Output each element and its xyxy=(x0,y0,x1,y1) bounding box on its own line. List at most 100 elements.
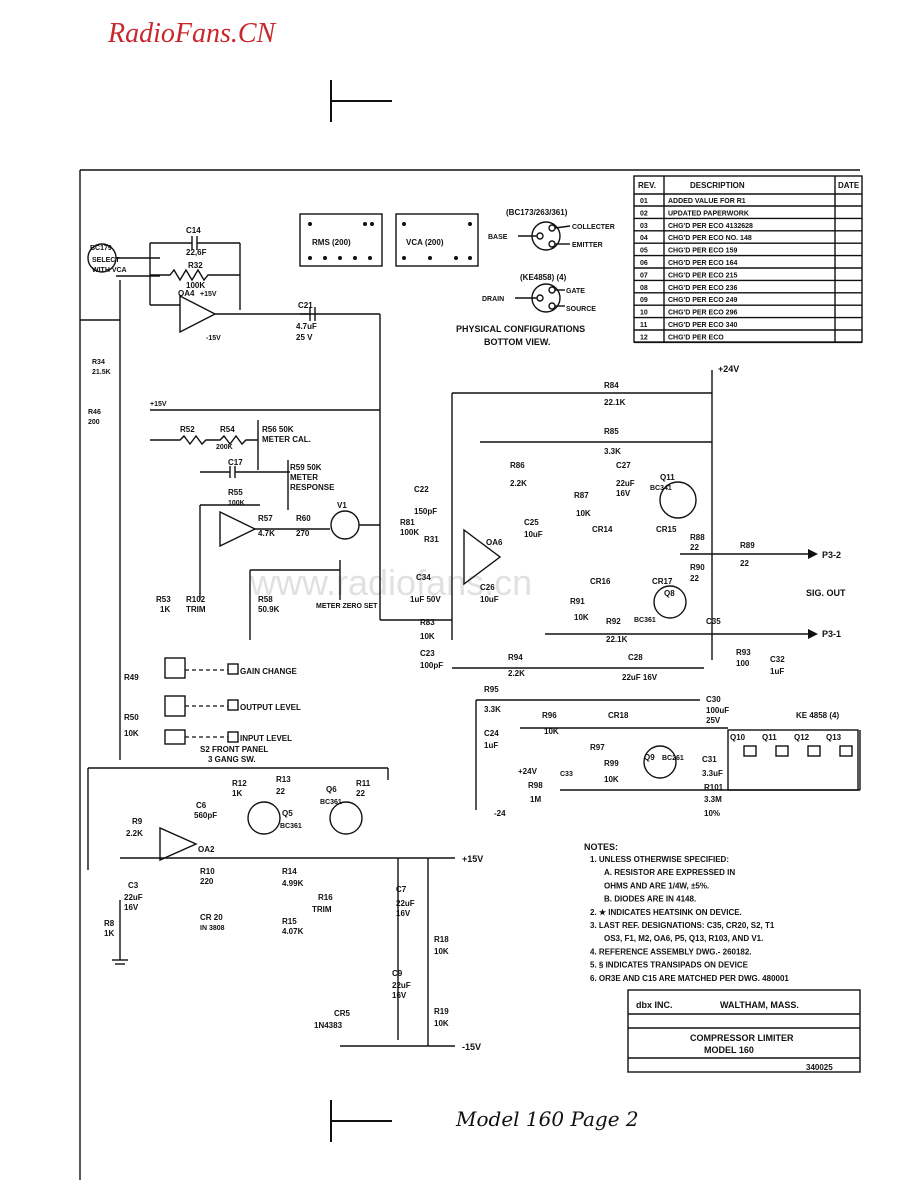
svg-text:R86: R86 xyxy=(510,461,525,470)
drain-label: DRAIN xyxy=(482,296,504,303)
notes-title: NOTES: xyxy=(584,842,618,852)
svg-text:10K: 10K xyxy=(434,947,449,956)
svg-text:Q11: Q11 xyxy=(762,733,777,742)
svg-text:R15: R15 xyxy=(282,917,297,926)
note-line: 2. ★ INDICATES HEATSINK ON DEVICE. xyxy=(590,908,742,917)
svg-text:R84: R84 xyxy=(604,381,619,390)
revision-number: 07 xyxy=(640,272,648,279)
svg-text:R85: R85 xyxy=(604,427,619,436)
svg-text:1uF: 1uF xyxy=(770,667,784,676)
svg-text:+15V: +15V xyxy=(462,854,483,864)
svg-text:10K: 10K xyxy=(604,775,619,784)
svg-text:C35: C35 xyxy=(706,617,721,626)
vca-label: VCA (200) xyxy=(406,238,444,247)
svg-text:22: 22 xyxy=(740,559,749,568)
svg-text:2.2K: 2.2K xyxy=(510,479,527,488)
rev-header: REV. xyxy=(638,181,656,190)
svg-text:1K: 1K xyxy=(232,789,242,798)
svg-text:R53: R53 xyxy=(156,595,171,604)
bc179-selector: BC179 SELECT WITH VCA xyxy=(87,243,160,277)
base-label: BASE xyxy=(488,234,508,241)
svg-text:OA6: OA6 xyxy=(486,538,503,547)
svg-text:1N4383: 1N4383 xyxy=(314,1021,343,1030)
svg-text:CR16: CR16 xyxy=(590,577,611,586)
svg-text:10K: 10K xyxy=(124,729,139,738)
svg-text:C33: C33 xyxy=(560,771,573,778)
revision-number: 05 xyxy=(640,248,648,255)
svg-text:R56 50K: R56 50K xyxy=(262,425,294,434)
svg-text:22uF: 22uF xyxy=(392,981,411,990)
svg-text:21.5K: 21.5K xyxy=(92,369,111,376)
svg-text:-24: -24 xyxy=(494,809,506,818)
svg-text:R91: R91 xyxy=(570,597,585,606)
svg-text:R31: R31 xyxy=(424,535,439,544)
q11-transistor xyxy=(659,481,697,519)
revision-number: 10 xyxy=(640,310,648,317)
company-city: WALTHAM, MASS. xyxy=(720,1000,799,1010)
svg-text:270: 270 xyxy=(296,529,310,538)
svg-text:R32: R32 xyxy=(188,261,203,270)
svg-text:+24V: +24V xyxy=(718,364,739,374)
p3-2-label: P3-2 xyxy=(822,550,841,560)
svg-text:R94: R94 xyxy=(508,653,523,662)
svg-text:R50: R50 xyxy=(124,713,139,722)
svg-text:IN 3808: IN 3808 xyxy=(200,925,225,932)
svg-text:R60: R60 xyxy=(296,514,311,523)
svg-text:100K: 100K xyxy=(186,281,205,290)
svg-text:200: 200 xyxy=(88,419,100,426)
svg-text:22: 22 xyxy=(276,787,285,796)
svg-text:-15V: -15V xyxy=(206,335,221,342)
svg-text:R102: R102 xyxy=(186,595,206,604)
svg-text:C23: C23 xyxy=(420,649,435,658)
svg-text:C31: C31 xyxy=(702,755,717,764)
note-line: B. DIODES ARE IN 4148. xyxy=(604,895,696,904)
revision-description: CHG'D PER ECO xyxy=(668,334,724,341)
svg-text:+15V: +15V xyxy=(150,401,167,408)
svg-text:100K: 100K xyxy=(400,528,419,537)
drawing-number: 340025 xyxy=(806,1063,833,1072)
revision-number: 03 xyxy=(640,223,648,230)
svg-text:2.2K: 2.2K xyxy=(508,669,525,678)
svg-text:3.3K: 3.3K xyxy=(484,705,501,714)
svg-text:R52: R52 xyxy=(180,425,195,434)
svg-text:1uF: 1uF xyxy=(484,741,498,750)
svg-text:R11: R11 xyxy=(356,779,371,788)
revision-description: CHG'D PER ECO 236 xyxy=(668,285,737,292)
revision-number: 08 xyxy=(640,285,648,292)
date-header: DATE xyxy=(838,181,860,190)
svg-text:R95: R95 xyxy=(484,685,499,694)
svg-text:3.3uF: 3.3uF xyxy=(702,769,723,778)
physical-config-title: PHYSICAL CONFIGURATIONS xyxy=(456,324,585,334)
svg-text:Q9: Q9 xyxy=(644,753,655,762)
svg-text:10uF: 10uF xyxy=(480,595,499,604)
svg-text:R81: R81 xyxy=(400,518,415,527)
revision-number: 09 xyxy=(640,297,648,304)
svg-text:Q6: Q6 xyxy=(326,785,337,794)
svg-text:R92: R92 xyxy=(606,617,621,626)
svg-text:22uF: 22uF xyxy=(396,899,415,908)
svg-text:C6: C6 xyxy=(196,801,207,810)
svg-text:25V: 25V xyxy=(706,716,721,725)
c21-capacitor: C21 4.7uF 25 V xyxy=(296,301,381,620)
svg-text:C26: C26 xyxy=(480,583,495,592)
svg-text:TRIM: TRIM xyxy=(186,605,206,614)
rms-label: RMS (200) xyxy=(312,238,351,247)
svg-text:CR15: CR15 xyxy=(656,525,677,534)
svg-text:10K: 10K xyxy=(576,509,591,518)
svg-text:R19: R19 xyxy=(434,1007,449,1016)
svg-text:BC179: BC179 xyxy=(90,245,112,252)
svg-text:4.99K: 4.99K xyxy=(282,879,304,888)
svg-text:R14: R14 xyxy=(282,867,297,876)
note-line: 3. LAST REF. DESIGNATIONS: C35, CR20, S2… xyxy=(590,921,775,930)
svg-text:100pF: 100pF xyxy=(420,661,443,670)
meter-section: +15V R52 R54 200K R56 50K METER CAL. C17… xyxy=(150,401,380,600)
rms-pinout: RMS (200) xyxy=(299,213,383,267)
revision-number: 12 xyxy=(640,334,648,341)
svg-text:R96: R96 xyxy=(542,711,557,720)
collector-label: COLLECTER xyxy=(572,224,615,231)
svg-text:R59 50K: R59 50K xyxy=(290,463,322,472)
svg-text:16V: 16V xyxy=(124,903,139,912)
svg-text:16V: 16V xyxy=(396,909,411,918)
svg-text:R13: R13 xyxy=(276,775,291,784)
